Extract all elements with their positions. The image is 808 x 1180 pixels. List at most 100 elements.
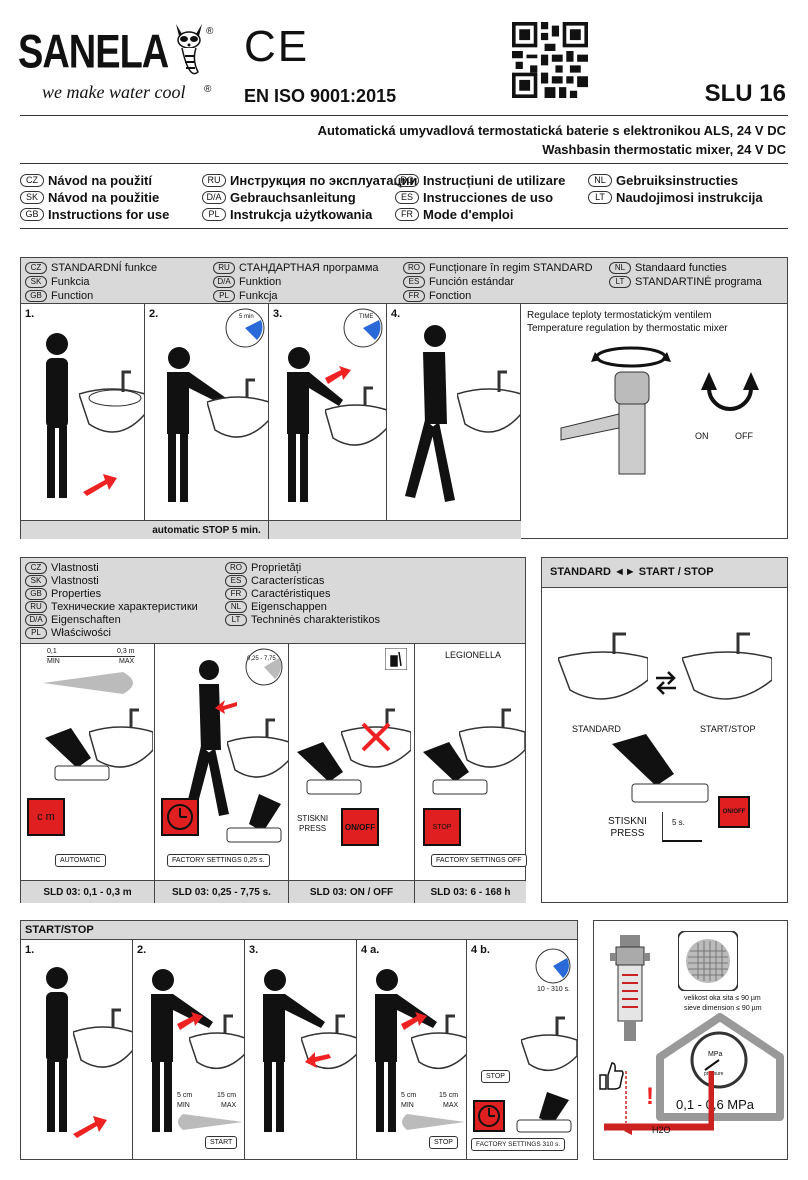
- cm15-label: 15 cm: [439, 1092, 459, 1099]
- language-code-badge: GB: [25, 289, 47, 302]
- language-code-badge: ES: [225, 574, 247, 587]
- timer-icon: [343, 308, 383, 348]
- prop-rows-gb: GB Properties: [25, 587, 225, 600]
- language-text: Vlastnosti: [51, 574, 99, 587]
- language-text: Caractéristiques: [251, 587, 331, 600]
- standard-step-4: 4.: [387, 304, 521, 520]
- standard-startstop-panel: STANDARD ◄► START / STOP STANDARD START/…: [541, 557, 788, 903]
- hand-remote-icon: [297, 742, 362, 795]
- person-walking-icon: [405, 325, 455, 502]
- brand-tagline: we make water cool: [42, 82, 186, 102]
- language-text: Proprietăți: [251, 561, 302, 574]
- cm-display: c m: [27, 798, 65, 836]
- regulation-area: Regulace teploty termostatickým ventilem…: [521, 304, 789, 540]
- language-code-badge: D/A: [25, 613, 47, 626]
- language-code-badge: LT: [588, 190, 612, 204]
- basin-icon: [682, 632, 772, 700]
- range-max-label: MAX: [119, 658, 135, 665]
- language-code-badge: PL: [213, 289, 235, 302]
- filter-panel: velikost oka sita ≤ 90 µm sieve dimensio…: [593, 920, 788, 1160]
- person-washing-icon: [375, 969, 437, 1132]
- regulation-gb: Temperature regulation by thermostatic m…: [527, 323, 728, 334]
- header-divider: [20, 115, 788, 116]
- language-text: Características: [251, 574, 325, 587]
- model-number: SLU 16: [704, 80, 786, 107]
- onoff-button[interactable]: ON/OFF: [341, 808, 379, 846]
- step-number: 4 b.: [471, 944, 490, 956]
- brand-name: SANELA: [18, 26, 169, 79]
- stop-button[interactable]: STOP: [423, 808, 461, 846]
- description-divider: [20, 163, 788, 164]
- person-washing-icon: [151, 969, 213, 1132]
- property-delay: 0,25 - 7,75 FACTORY SETTINGS 0,25 s.: [155, 644, 289, 880]
- std-rows-blank: [609, 289, 789, 302]
- language-code-badge: PL: [202, 207, 226, 221]
- language-code-badge: RO: [403, 261, 425, 274]
- arrow-icon: [325, 366, 351, 384]
- startstop-step-4b: 4 b. 10 - 310 s. STOP FACTORY SETTINGS 3…: [467, 940, 578, 1160]
- timer-label: TIME: [359, 314, 374, 320]
- press-cz: STISKNI: [608, 816, 647, 827]
- range-min-value: 0,1: [47, 648, 57, 655]
- language-code-badge: PL: [25, 626, 47, 639]
- language-code-badge: CZ: [25, 561, 47, 574]
- press-gb: PRESS: [610, 828, 645, 839]
- language-text: Fonction: [429, 289, 472, 302]
- language-text: STANDARTINĖ programa: [635, 275, 762, 288]
- standard-startstop-title: STANDARD ◄► START / STOP: [542, 558, 787, 588]
- basin-icon: [73, 1008, 132, 1068]
- step-number: 4 a.: [361, 944, 380, 956]
- start-label: START: [205, 1136, 238, 1149]
- seconds-label: 5 s.: [672, 818, 685, 827]
- language-text: Funcționare în regim STANDARD: [429, 261, 593, 274]
- language-text: Naudojimosi instrukcija: [616, 189, 763, 205]
- step-number: 2.: [149, 308, 159, 320]
- language-text: Standaard functies: [635, 261, 727, 274]
- std-rows-ro: RO Funcționare în regim STANDARD: [403, 261, 609, 274]
- lang-rows-lt: LT Naudojimosi instrukcija: [588, 189, 788, 205]
- clock-display-icon: [161, 798, 199, 836]
- range-line: [47, 656, 135, 657]
- basin-icon: [521, 1016, 577, 1072]
- timer-icon: [535, 948, 571, 984]
- startstop-label: START/STOP: [700, 724, 756, 734]
- prop-rows-sk: SK Vlastnosti: [25, 574, 225, 587]
- person-standing-icon: [46, 967, 68, 1132]
- prop-rows-es: ES Características: [225, 574, 475, 587]
- mesh-icon: [678, 931, 738, 991]
- arrow-icon: [177, 1012, 203, 1030]
- language-text: Function: [51, 289, 94, 302]
- language-code-badge: LT: [225, 613, 247, 626]
- language-text: Properties: [51, 587, 102, 600]
- language-text: Właściwości: [51, 626, 111, 639]
- water-label: H2O: [652, 1125, 671, 1135]
- min-label: MIN: [177, 1102, 190, 1109]
- onoff-button[interactable]: ON/OFF: [718, 796, 750, 828]
- language-code-badge: GB: [25, 587, 47, 600]
- dial-range: 0,25 - 7,75: [247, 656, 276, 662]
- standard-footer: automatic STOP 5 min.: [145, 520, 269, 539]
- on-off-arrow-icon: [701, 372, 759, 411]
- property-footer-2: SLD 03: 0,25 - 7,75 s.: [155, 880, 289, 903]
- language-code-badge: SK: [25, 574, 47, 587]
- sensor-beam-icon: [178, 1114, 243, 1130]
- property-footer-1: SLD 03: 0,1 - 0,3 m: [21, 880, 155, 903]
- person-washing-icon: [263, 969, 325, 1132]
- prop-rows-blank: [225, 626, 475, 639]
- hand-remote-icon: [423, 742, 488, 795]
- description-cz: Automatická umyvadlová termostatická bat…: [317, 123, 786, 138]
- person-standing-icon: [46, 333, 68, 498]
